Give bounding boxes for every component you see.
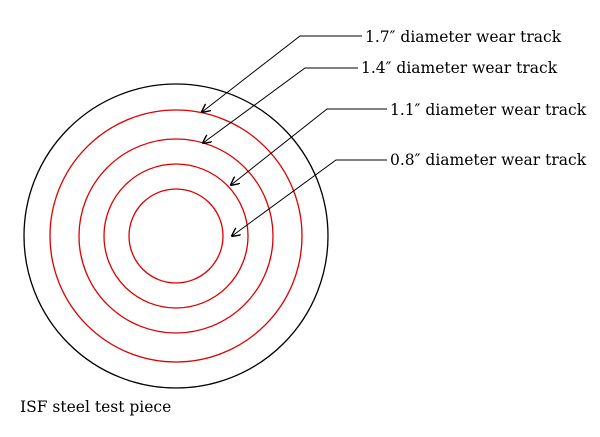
track-label-4: 0.8″ diameter wear track [390,151,587,169]
wear-track-ring-4 [128,188,224,284]
wear-track-ring-3 [103,163,249,309]
leader-arrow-2 [203,67,358,143]
track-label-3: 1.1″ diameter wear track [390,101,587,119]
track-label-1: 1.7″ diameter wear track [365,28,562,46]
wear-track-ring-2 [78,138,274,334]
specimen-outline [23,83,329,389]
specimen-caption: ISF steel test piece [20,398,171,416]
leader-arrow-1 [202,35,362,112]
wear-track-ring-1 [49,109,303,363]
leader-arrow-3 [231,108,387,185]
track-label-2: 1.4″ diameter wear track [361,59,558,77]
leader-arrow-4 [232,159,387,236]
